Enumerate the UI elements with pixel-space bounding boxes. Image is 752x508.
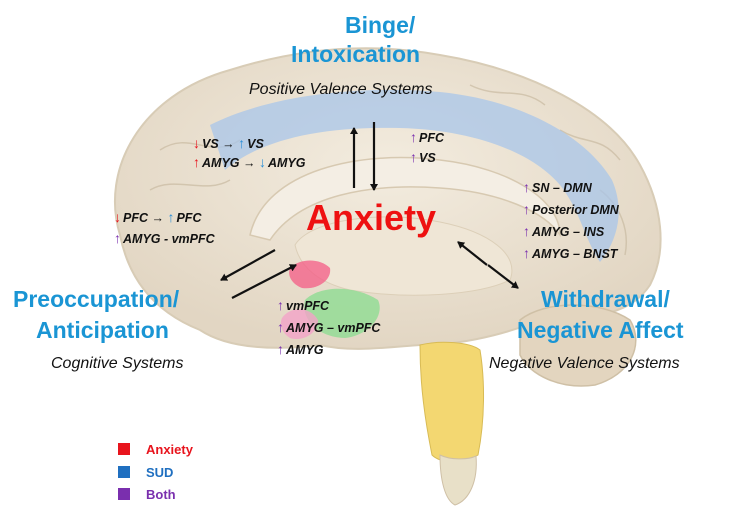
right-arrow-icon: →	[222, 137, 235, 151]
legend-swatch-anxiety	[118, 443, 130, 455]
subcortical-finding-1: vmPFC	[277, 298, 329, 315]
binge-right-finding-2: VS	[410, 150, 436, 167]
up-arrow-icon-purple	[410, 130, 417, 144]
right-arrow-icon: →	[151, 211, 164, 225]
up-arrow-icon-purple	[277, 342, 284, 356]
up-arrow-icon-purple	[523, 202, 530, 216]
up-arrow-icon-purple	[523, 246, 530, 260]
finding-text: VS	[202, 137, 219, 151]
finding-text: AMYG – INS	[532, 225, 604, 239]
finding-text: AMYG	[268, 156, 306, 170]
withdrawal-finding-4: AMYG – BNST	[523, 246, 617, 263]
withdrawal-title-line2: Negative Affect	[517, 316, 684, 344]
legend-swatch-sud	[118, 466, 130, 478]
up-arrow-icon-purple	[410, 150, 417, 164]
binge-subtitle: Positive Valence Systems	[249, 80, 432, 99]
finding-text: AMYG – vmPFC	[286, 321, 380, 335]
finding-text: AMYG	[286, 343, 324, 357]
finding-text: AMYG – BNST	[532, 247, 617, 261]
legend-swatch-both	[118, 488, 130, 500]
preoccupation-title-line1: Preoccupation/	[13, 285, 179, 313]
finding-text: vmPFC	[286, 299, 329, 313]
brainstem	[420, 342, 484, 461]
finding-text: PFC	[123, 211, 148, 225]
preoccupation-finding-2: AMYG - vmPFC	[114, 231, 215, 248]
finding-text: PFC	[419, 131, 444, 145]
legend-label-sud: SUD	[146, 465, 173, 480]
binge-left-finding-1: VS → VS	[193, 136, 264, 153]
legend-item-both: Both	[118, 486, 176, 504]
finding-text: PFC	[176, 211, 201, 225]
up-arrow-icon-blue	[238, 136, 245, 150]
withdrawal-finding-1: SN – DMN	[523, 180, 592, 197]
binge-left-finding-2: AMYG → AMYG	[193, 155, 305, 172]
preoccupation-title-line2: Anticipation	[36, 316, 169, 344]
finding-text: VS	[419, 151, 436, 165]
up-arrow-icon-purple	[523, 224, 530, 238]
subcortical-finding-3: AMYG	[277, 342, 324, 359]
preoccupation-finding-1: PFC → PFC	[114, 210, 201, 227]
down-arrow-icon-blue	[259, 155, 266, 169]
up-arrow-icon-purple	[523, 180, 530, 194]
legend-item-sud: SUD	[118, 464, 173, 482]
up-arrow-icon-purple	[277, 320, 284, 334]
finding-text: Posterior DMN	[532, 203, 619, 217]
binge-title-line1: Binge/	[345, 11, 415, 39]
up-arrow-icon-purple	[277, 298, 284, 312]
withdrawal-title-line1: Withdrawal/	[541, 285, 670, 313]
center-anxiety-label: Anxiety	[306, 198, 436, 238]
medulla	[440, 455, 476, 505]
legend-item-anxiety: Anxiety	[118, 441, 193, 459]
withdrawal-finding-2: Posterior DMN	[523, 202, 619, 219]
down-arrow-icon-red	[114, 210, 121, 224]
legend-label-both: Both	[146, 487, 176, 502]
finding-text: AMYG	[202, 156, 240, 170]
up-arrow-icon-purple	[114, 231, 121, 245]
finding-text: AMYG - vmPFC	[123, 232, 215, 246]
subcortical-finding-2: AMYG – vmPFC	[277, 320, 380, 337]
finding-text: VS	[247, 137, 264, 151]
withdrawal-finding-3: AMYG – INS	[523, 224, 604, 241]
legend-label-anxiety: Anxiety	[146, 442, 193, 457]
finding-text: SN – DMN	[532, 181, 592, 195]
up-arrow-icon-blue	[167, 210, 174, 224]
preoccupation-subtitle: Cognitive Systems	[51, 354, 184, 373]
right-arrow-icon: →	[243, 156, 256, 170]
down-arrow-icon-red	[193, 136, 200, 150]
up-arrow-icon-red	[193, 155, 200, 169]
binge-title-line2: Intoxication	[291, 40, 420, 68]
withdrawal-subtitle: Negative Valence Systems	[489, 354, 680, 373]
binge-right-finding-1: PFC	[410, 130, 444, 147]
